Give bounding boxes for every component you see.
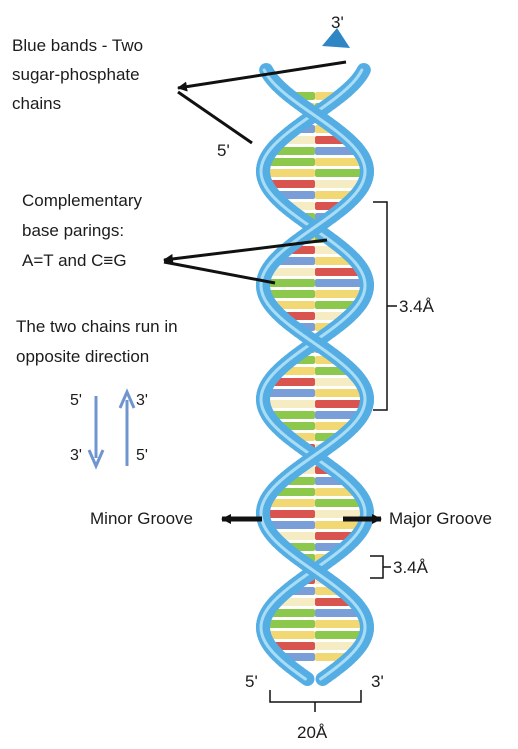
base-left <box>270 268 315 276</box>
down-arrow-bottom-label: 3' <box>70 447 82 464</box>
pointer-arrow-to-left-backbone <box>178 92 252 143</box>
diameter-label: 20Å <box>297 723 328 742</box>
strand-end-bottom-left: 5' <box>245 672 258 691</box>
base-right <box>315 609 359 617</box>
base-pairing-label-line-1: Complementary <box>22 191 142 210</box>
strand-end-top-left: 5' <box>217 141 230 160</box>
base-left <box>271 609 315 617</box>
base-right <box>315 400 363 408</box>
up-arrow-bottom-label: 5' <box>136 447 148 464</box>
up-arrow-top-label: 3' <box>136 392 148 409</box>
blue-bands-label-line-1: Blue bands - Two <box>12 36 143 55</box>
direction-callout: The two chains run in opposite direction… <box>16 317 178 466</box>
base-left <box>270 180 315 188</box>
base-left <box>268 389 315 397</box>
base-right <box>315 158 361 166</box>
major-groove-label: Major Groove <box>389 509 492 528</box>
base-left <box>267 400 315 408</box>
down-arrow-top-label: 5' <box>70 392 82 409</box>
strand-end-bottom-right: 3' <box>371 672 384 691</box>
base-left <box>267 510 315 518</box>
base-left <box>267 169 315 177</box>
direction-label-line-2: opposite direction <box>16 347 149 366</box>
base-right <box>315 290 362 298</box>
base-right <box>315 620 363 628</box>
base-left <box>269 499 315 507</box>
diameter-bracket <box>270 690 361 702</box>
base-right <box>315 180 360 188</box>
base-spacing-label: 3.4Å <box>393 558 429 577</box>
base-right <box>315 499 361 507</box>
blue-bands-label-line-3: chains <box>12 94 61 113</box>
base-pairing-label-line-3: A=T and C≡G <box>22 251 127 270</box>
base-right <box>315 268 360 276</box>
base-left <box>269 158 315 166</box>
strand-end-top-right: 3' <box>331 13 344 32</box>
base-pairing-label-line-2: base parings: <box>22 221 124 240</box>
base-left <box>267 620 315 628</box>
base-right <box>315 279 363 287</box>
base-left <box>268 290 315 298</box>
turn-length-label: 3.4Å <box>399 297 435 316</box>
base-left <box>268 631 315 639</box>
turn-length-bracket <box>373 202 387 410</box>
base-left <box>270 521 315 529</box>
blue-bands-label-line-2: sugar-phosphate <box>12 65 140 84</box>
direction-label-line-1: The two chains run in <box>16 317 178 336</box>
pointer-arrow-to-pair-2 <box>164 262 275 283</box>
base-right <box>315 631 362 639</box>
base-spacing-bracket <box>370 556 383 578</box>
base-right <box>315 521 360 529</box>
base-right <box>315 389 362 397</box>
base-right <box>315 169 363 177</box>
minor-groove-label: Minor Groove <box>90 509 193 528</box>
